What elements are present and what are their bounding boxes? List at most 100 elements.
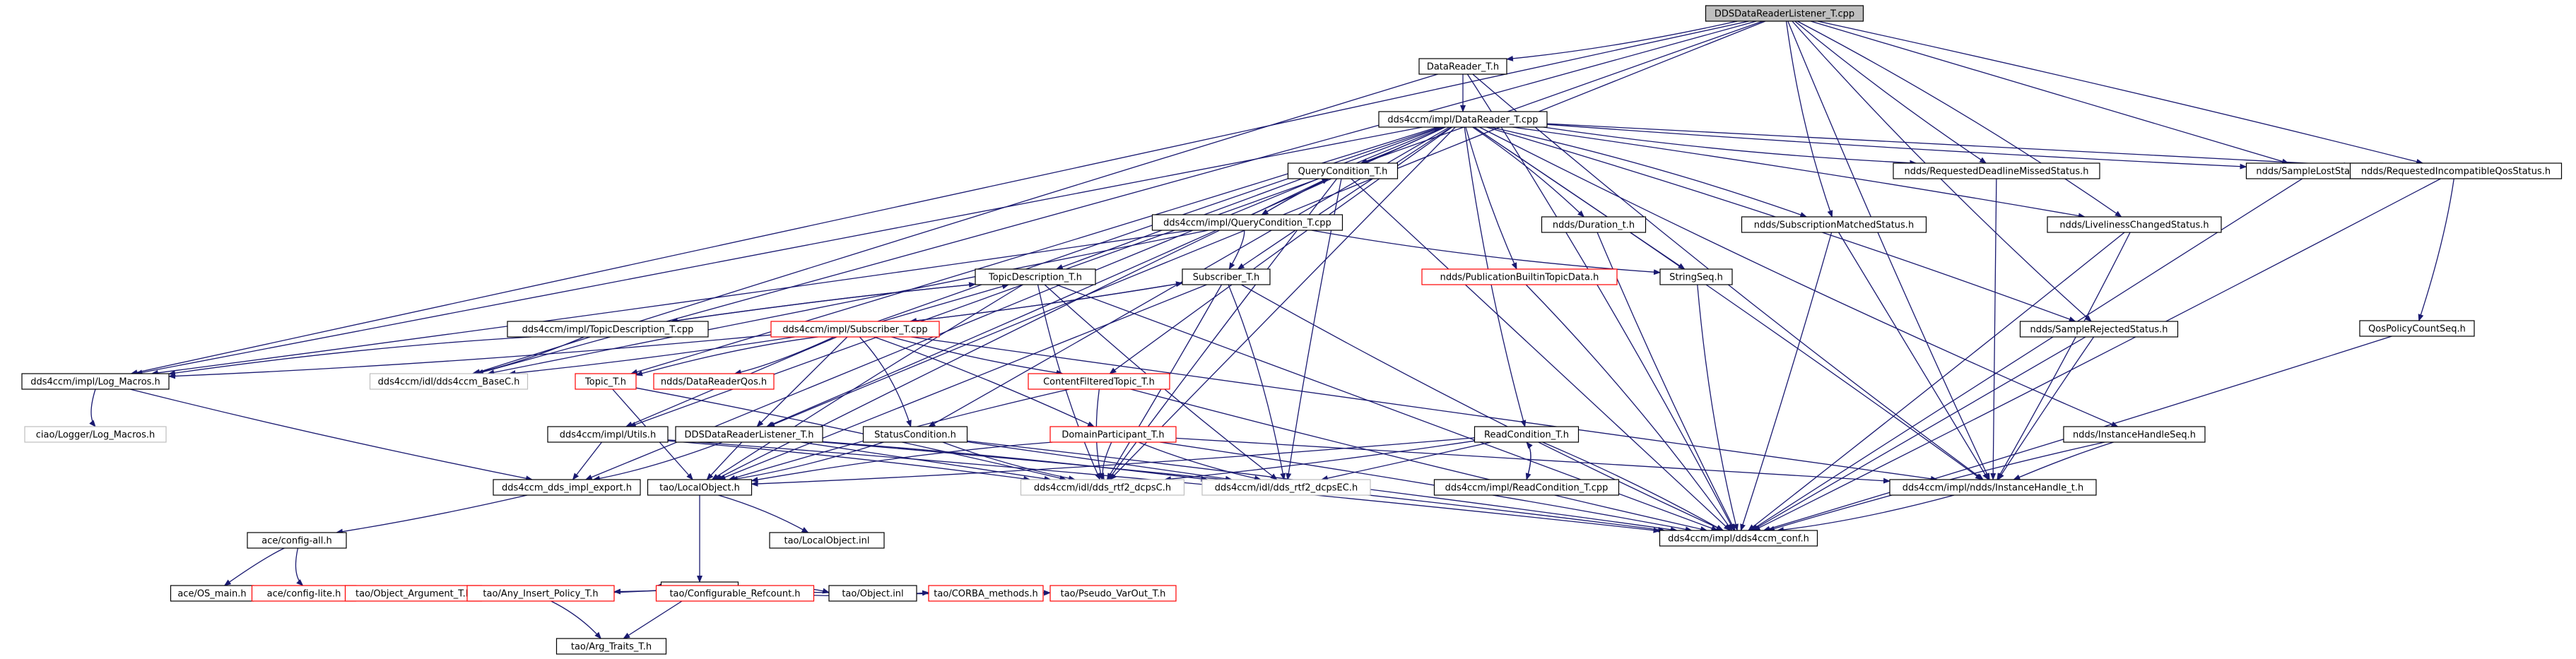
edge-subscriber_h-to-dcpsec	[1228, 284, 1286, 480]
edge-logmacros-to-implexport	[129, 388, 534, 482]
node-objinl[interactable]: tao/Object.inl	[828, 585, 917, 602]
node-box	[1421, 268, 1618, 285]
node-reqdeadline[interactable]: ndds/RequestedDeadlineMissedStatus.h	[1893, 162, 2100, 179]
node-ibasec[interactable]: dds4ccm/idl/dds4ccm_BaseC.h	[369, 373, 529, 390]
node-objarg[interactable]: tao/Object_Argument_T.h	[344, 585, 483, 602]
edge-ddslistener_h-to-localobj_h	[706, 441, 743, 480]
node-box	[2063, 426, 2206, 443]
node-topicdesc-cpp[interactable]: dds4ccm/impl/TopicDescription_T.cpp	[507, 321, 709, 338]
node-drqos[interactable]: ndds/DataReaderQos.h	[653, 373, 775, 390]
node-submatched[interactable]: ndds/SubscriptionMatchedStatus.h	[1741, 216, 1927, 233]
node-duration[interactable]: ndds/Duration_t.h	[1541, 216, 1647, 233]
edge-topicdesc_cpp-to-ibasec	[471, 336, 584, 376]
edge-topicdesc_cpp-to-logmacros	[168, 336, 532, 376]
node-box	[1378, 111, 1548, 128]
node-anyinsert[interactable]: tao/Any_Insert_Policy_T.h	[466, 585, 615, 602]
node-liveliness[interactable]: ndds/LivelinessChangedStatus.h	[2047, 216, 2222, 233]
node-configall[interactable]: ace/config-all.h	[247, 532, 347, 549]
node-label: QosPolicyCountSeq.h	[2368, 324, 2466, 335]
edge-querycond_cpp-to-querycond_h	[1261, 178, 1329, 215]
edge-subscriber_cpp-to-drqos	[734, 336, 835, 375]
edge-querycond_cpp-to-subscriber_h	[1228, 230, 1245, 270]
edge-topic_h-to-dcpsc	[635, 387, 1067, 481]
node-label: QueryCondition_T.h	[1298, 167, 1388, 177]
edge-reqincompat-to-qospolicy	[2418, 178, 2454, 321]
node-osmain[interactable]: ace/OS_main.h	[170, 585, 254, 602]
edge-datareader_cpp-to-pubbuiltin	[1465, 126, 1517, 270]
edge-subscriber_cpp-to-logmacros	[168, 334, 772, 379]
node-corbamethods[interactable]: tao/CORBA_methods.h	[928, 585, 1044, 602]
node-insthandle[interactable]: dds4ccm/impl/ndds/InstanceHandle_t.h	[1889, 479, 2097, 496]
node-dcpsc[interactable]: dds4ccm/idl/dds_rtf2_dcpsC.h	[1020, 479, 1185, 496]
edge-datareader_cpp-to-logmacros	[135, 126, 1423, 376]
node-pubbuiltin[interactable]: ndds/PublicationBuiltinTopicData.h	[1421, 268, 1618, 285]
node-topic-h[interactable]: Topic_T.h	[575, 373, 637, 390]
node-qospolicy[interactable]: QosPolicyCountSeq.h	[2359, 320, 2475, 337]
node-implexport[interactable]: dds4ccm_dds_impl_export.h	[493, 479, 641, 496]
node-domainpart[interactable]: DomainParticipant_T.h	[1049, 426, 1177, 443]
node-label: dds4ccm/impl/ndds/InstanceHandle_t.h	[1902, 483, 2083, 494]
node-label: dds4ccm/idl/dds_rtf2_dcpsEC.h	[1215, 483, 1358, 494]
node-samplelost[interactable]: ndds/SampleLostStatus.h	[2245, 162, 2384, 179]
node-label: DDSDataReaderListener_T.cpp	[1715, 9, 1854, 20]
edge-datareader_cpp-to-querycond_h	[1360, 126, 1445, 164]
edge-instseq-to-insthandle	[2013, 441, 2114, 480]
node-label: ndds/SampleRejectedStatus.h	[2030, 325, 2168, 336]
node-configref[interactable]: tao/Configurable_Refcount.h	[655, 585, 815, 602]
node-instseq[interactable]: ndds/InstanceHandleSeq.h	[2063, 426, 2206, 443]
edge-ddslistener_h-to-dcpsec	[822, 441, 1208, 482]
edge-datareader_cpp-to-submatched	[1490, 126, 1808, 218]
node-datareader-h[interactable]: DataReader_T.h	[1418, 58, 1507, 75]
node-box	[1474, 426, 1580, 443]
node-box	[1049, 426, 1177, 443]
node-statuscond[interactable]: StatusCondition.h	[862, 426, 968, 443]
node-box	[647, 479, 753, 496]
node-box	[2019, 321, 2179, 338]
node-ddslistener-h[interactable]: DDSDataReaderListener_T.h	[675, 426, 823, 443]
node-pseudovar[interactable]: tao/Pseudo_VarOut_T.h	[1049, 585, 1177, 602]
node-cftopic[interactable]: ContentFilteredTopic_T.h	[1028, 373, 1170, 390]
node-argtraits[interactable]: tao/Arg_Traits_T.h	[555, 638, 667, 655]
node-box	[1893, 162, 2100, 179]
node-box	[653, 373, 775, 390]
node-readcond-cpp[interactable]: dds4ccm/impl/ReadCondition_T.cpp	[1433, 479, 1620, 496]
node-label: ndds/Duration_t.h	[1553, 220, 1635, 231]
edge-cftopic-to-ccmconf	[1130, 388, 1708, 532]
node-datareader-cpp[interactable]: dds4ccm/impl/DataReader_T.cpp	[1378, 111, 1548, 128]
node-readcond-h[interactable]: ReadCondition_T.h	[1474, 426, 1580, 443]
node-box	[1659, 268, 1733, 285]
node-label: dds4ccm/impl/DataReader_T.cpp	[1387, 115, 1538, 126]
node-box	[24, 426, 167, 443]
node-utils[interactable]: dds4ccm/impl/Utils.h	[547, 426, 669, 443]
edge-querycond_cpp-to-logmacros	[151, 230, 1192, 376]
edge-readcond_cpp-to-readcond_h	[1526, 441, 1533, 480]
node-label: ndds/RequestedIncompatibleQosStatus.h	[2361, 167, 2551, 177]
node-label: Subscriber_T.h	[1193, 273, 1260, 283]
node-ccmconf[interactable]: dds4ccm/impl/dds4ccm_conf.h	[1659, 530, 1818, 547]
node-samplerejected[interactable]: ndds/SampleRejectedStatus.h	[2019, 321, 2179, 338]
node-label: tao/Configurable_Refcount.h	[669, 589, 800, 600]
node-configlite[interactable]: ace/config-lite.h	[251, 585, 357, 602]
node-localobj-inl[interactable]: tao/LocalObject.inl	[769, 532, 885, 549]
node-querycond-cpp[interactable]: dds4ccm/impl/QueryCondition_T.cpp	[1151, 214, 1343, 231]
node-dcpsec[interactable]: dds4ccm/idl/dds_rtf2_dcpsEC.h	[1201, 479, 1371, 496]
node-box	[1020, 479, 1185, 496]
node-subscriber-cpp[interactable]: dds4ccm/impl/Subscriber_T.cpp	[770, 321, 940, 338]
node-label: ace/config-lite.h	[267, 589, 341, 600]
node-topicdesc-h[interactable]: TopicDescription_T.h	[975, 268, 1096, 285]
node-subscriber-h[interactable]: Subscriber_T.h	[1182, 268, 1271, 285]
node-querycond-h[interactable]: QueryCondition_T.h	[1287, 162, 1399, 179]
node-logmacros[interactable]: dds4ccm/impl/Log_Macros.h	[21, 373, 170, 390]
node-ciaolog[interactable]: ciao/Logger/Log_Macros.h	[24, 426, 167, 443]
edge-datareader_cpp-to-reqincompat	[1546, 123, 2351, 168]
node-stringseq[interactable]: StringSeq.h	[1659, 268, 1733, 285]
node-label: tao/Object.inl	[842, 589, 903, 600]
edge-utils-to-dcpsc	[667, 440, 1031, 482]
node-reqincompat[interactable]: ndds/RequestedIncompatibleQosStatus.h	[2349, 162, 2563, 179]
edge-submatched-to-insthandle	[1838, 232, 1989, 480]
node-box	[828, 585, 917, 602]
edge-datareader_cpp-to-instseq	[1479, 126, 2119, 427]
node-label: dds4ccm/impl/Utils.h	[560, 430, 656, 441]
node-localobj-h[interactable]: tao/LocalObject.h	[647, 479, 753, 496]
node-label: dds4ccm/impl/ReadCondition_T.cpp	[1445, 483, 1608, 494]
